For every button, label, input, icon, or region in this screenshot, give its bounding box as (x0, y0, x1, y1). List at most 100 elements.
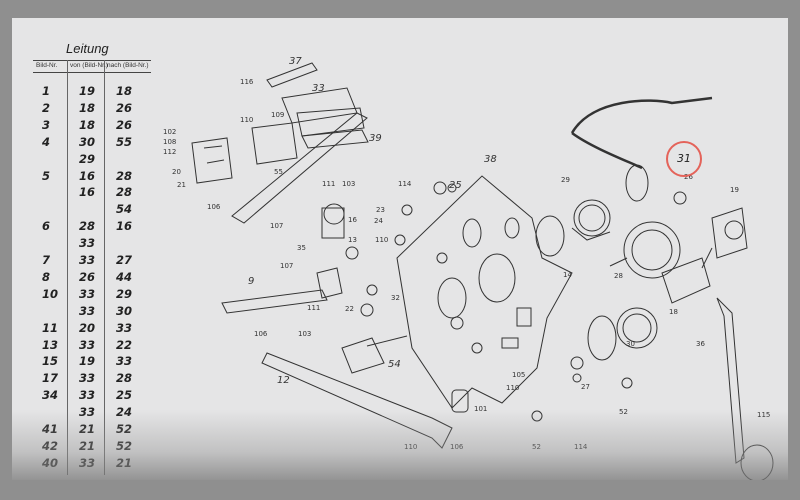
callout-19: 19 (730, 186, 739, 194)
table-cell: 19 (79, 84, 96, 98)
table-cell: 34 (42, 388, 59, 403)
table-cell: 33 (79, 371, 96, 386)
callout-38: 38 (484, 154, 497, 165)
table-divider-1 (67, 60, 68, 475)
callout-114b: 114 (574, 443, 588, 451)
callout-114: 114 (398, 180, 412, 188)
table-cell: 29 (116, 286, 133, 301)
table-cell: 28 (116, 168, 133, 183)
callout-115: 115 (757, 411, 771, 419)
callout-16: 16 (348, 216, 357, 224)
table-cell: 13 (42, 337, 59, 352)
callout-20: 20 (172, 168, 181, 176)
table-cell: 22 (116, 337, 133, 352)
table-cell: 33 (79, 303, 96, 318)
table-cell: 28 (116, 371, 133, 386)
table-rule-header (33, 72, 151, 73)
parts-diagram-sheet: Leitung Bild-Nr. von (Bild-Nr.) nach (Bi… (12, 18, 788, 480)
callout-28: 28 (614, 272, 623, 280)
header-bild-nr: Bild-Nr. (36, 62, 58, 69)
table-cell: 33 (79, 388, 96, 403)
table-rule-top (33, 60, 151, 61)
highlight-marker[interactable]: 31 (666, 141, 702, 177)
table-cell: 20 (79, 320, 96, 335)
table-cell: 15 (42, 354, 59, 369)
table-cell: 33 (79, 253, 96, 267)
callout-23: 23 (376, 206, 385, 214)
table-cell: 3 (42, 117, 51, 132)
table-cell: 18 (116, 84, 133, 98)
callout-112: 112 (163, 148, 177, 156)
callout-12: 12 (277, 375, 290, 386)
table-cell: 8 (42, 269, 51, 284)
table-cell: 26 (79, 269, 96, 284)
callout-106c: 106 (450, 443, 464, 451)
table-cell: 33 (116, 354, 133, 369)
table-cell: 19 (79, 354, 96, 369)
callout-55: 55 (274, 168, 283, 176)
callout-39: 39 (369, 133, 382, 144)
callout-37: 37 (289, 56, 302, 67)
table-cell: 10 (42, 286, 59, 301)
callout-35: 35 (297, 244, 306, 252)
callout-54: 54 (388, 359, 401, 370)
callout-29: 29 (561, 176, 570, 184)
table-cell: 27 (116, 253, 133, 267)
table-cell: 25 (116, 388, 133, 403)
table-cell: 4 (42, 134, 51, 149)
callout-103: 103 (342, 180, 356, 188)
callout-52b: 52 (619, 408, 628, 416)
table-cell: 33 (116, 320, 133, 335)
highlight-label: 31 (677, 152, 691, 165)
callout-21: 21 (177, 181, 186, 189)
callout-33: 33 (312, 83, 325, 94)
callout-106: 106 (207, 203, 221, 211)
table-cell: 28 (116, 185, 133, 200)
callout-106b: 106 (254, 330, 268, 338)
table-cell: 18 (79, 117, 96, 132)
callout-101: 101 (474, 405, 488, 413)
callout-13: 13 (348, 236, 357, 244)
callout-102: 102 (163, 128, 177, 136)
callout-26: 26 (684, 173, 693, 181)
table-cell: 30 (116, 303, 133, 318)
table-cell: 1 (42, 84, 51, 98)
table-cell: 33 (79, 286, 96, 301)
callout-110d: 110 (404, 443, 418, 451)
callout-103b: 103 (298, 330, 312, 338)
table-cell: 17 (42, 371, 59, 386)
table-cell: 55 (116, 134, 133, 149)
callout-116: 116 (240, 78, 254, 86)
table-cell: 29 (79, 151, 96, 166)
table-cell: 18 (79, 100, 96, 115)
header-nach: nach (Bild-Nr.) (107, 62, 149, 69)
table-cell: 5 (42, 168, 51, 183)
callout-30: 30 (626, 340, 635, 348)
table-cell: 28 (79, 219, 96, 234)
table-cell: 33 (79, 236, 96, 251)
callout-111: 111 (322, 180, 336, 188)
table-cell: 16 (79, 185, 96, 200)
table-cell: 7 (42, 253, 51, 267)
callout-110c: 110 (506, 384, 520, 392)
table-cell: 2 (42, 100, 51, 115)
callout-22: 22 (345, 305, 354, 313)
table-cell: 6 (42, 219, 51, 234)
callout-111b: 111 (307, 304, 321, 312)
table-cell: 11 (42, 320, 59, 335)
table-cell: 16 (116, 219, 133, 234)
callout-14: 14 (563, 271, 572, 279)
callout-27: 27 (581, 383, 590, 391)
callout-36: 36 (696, 340, 705, 348)
callout-110b: 110 (375, 236, 389, 244)
table-divider-2 (104, 60, 105, 475)
exploded-view-drawing (191, 62, 774, 480)
callout-18: 18 (669, 308, 678, 316)
table-cell: 30 (79, 134, 96, 149)
callout-52: 52 (532, 443, 541, 451)
callout-108: 108 (163, 138, 177, 146)
callout-110: 110 (240, 116, 254, 124)
table-title: Leitung (66, 41, 109, 56)
callout-24: 24 (374, 217, 383, 225)
